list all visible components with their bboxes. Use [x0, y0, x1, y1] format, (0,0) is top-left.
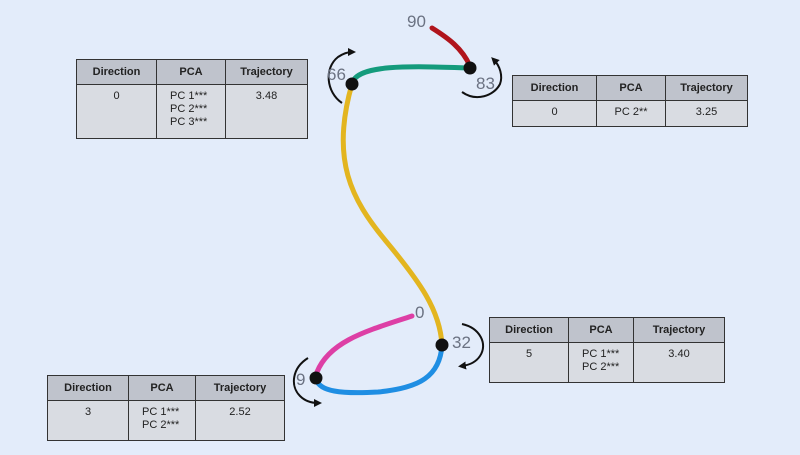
point-66-dot — [345, 77, 359, 91]
stats-table-32: Direction PCA Trajectory 5 PC 1*** PC 2*… — [489, 317, 725, 383]
col-header-trajectory: Trajectory — [665, 75, 748, 101]
label-32: 32 — [452, 333, 471, 352]
col-header-pca: PCA — [596, 75, 666, 101]
trajectory-value: 2.52 — [195, 400, 285, 441]
pca-value: PC 2*** — [142, 419, 180, 431]
col-header-trajectory: Trajectory — [633, 317, 725, 343]
col-header-direction: Direction — [489, 317, 569, 343]
rotation-arrow-66 — [327, 48, 356, 104]
col-header-direction: Direction — [76, 59, 157, 85]
stats-table-66: Direction PCA Trajectory 0 PC 1*** PC 2*… — [76, 59, 308, 139]
col-header-direction: Direction — [47, 375, 129, 401]
col-header-trajectory: Trajectory — [225, 59, 308, 85]
pca-value: PC 1*** — [582, 348, 620, 360]
label-83: 83 — [476, 74, 495, 93]
direction-value: 0 — [512, 100, 597, 127]
pca-values: PC 1*** PC 2*** — [128, 400, 196, 441]
pca-values: PC 1*** PC 2*** — [568, 342, 634, 383]
pca-value: PC 2** — [614, 106, 648, 118]
col-header-direction: Direction — [512, 75, 597, 101]
segment-yellow — [340, 81, 445, 348]
pca-value: PC 1*** — [170, 90, 208, 102]
label-90: 90 — [407, 12, 426, 31]
point-9-dot — [309, 371, 323, 385]
direction-value: 5 — [489, 342, 569, 383]
point-83-dot — [463, 61, 477, 75]
stats-table-9: Direction PCA Trajectory 3 PC 1*** PC 2*… — [47, 375, 285, 441]
pca-values: PC 1*** PC 2*** PC 3*** — [156, 84, 226, 139]
trajectory-value: 3.40 — [633, 342, 725, 383]
label-0: 0 — [415, 303, 424, 322]
rotation-arrow-9 — [292, 357, 322, 407]
rotation-arrow-83 — [461, 57, 503, 99]
col-header-pca: PCA — [568, 317, 634, 343]
col-header-pca: PCA — [128, 375, 196, 401]
trajectory-value: 3.48 — [225, 84, 308, 139]
direction-value: 0 — [76, 84, 157, 139]
direction-value: 3 — [47, 400, 129, 441]
segment-magenta — [313, 313, 415, 381]
col-header-trajectory: Trajectory — [195, 375, 285, 401]
pca-values: PC 2** — [596, 100, 666, 127]
label-66: 66 — [327, 65, 346, 84]
col-header-pca: PCA — [156, 59, 226, 85]
segment-green — [349, 64, 473, 87]
pca-value: PC 1*** — [142, 406, 180, 418]
label-9: 9 — [296, 370, 305, 389]
pca-value: PC 2*** — [170, 103, 208, 115]
stats-table-83: Direction PCA Trajectory 0 PC 2** 3.25 — [512, 75, 748, 127]
pca-value: PC 2*** — [582, 361, 620, 373]
pca-value: PC 3*** — [170, 116, 208, 128]
segment-blue — [313, 342, 445, 396]
trajectory-value: 3.25 — [665, 100, 748, 127]
point-32-dot — [435, 338, 449, 352]
rotation-arrow-32 — [458, 323, 485, 370]
segment-red — [429, 25, 473, 69]
